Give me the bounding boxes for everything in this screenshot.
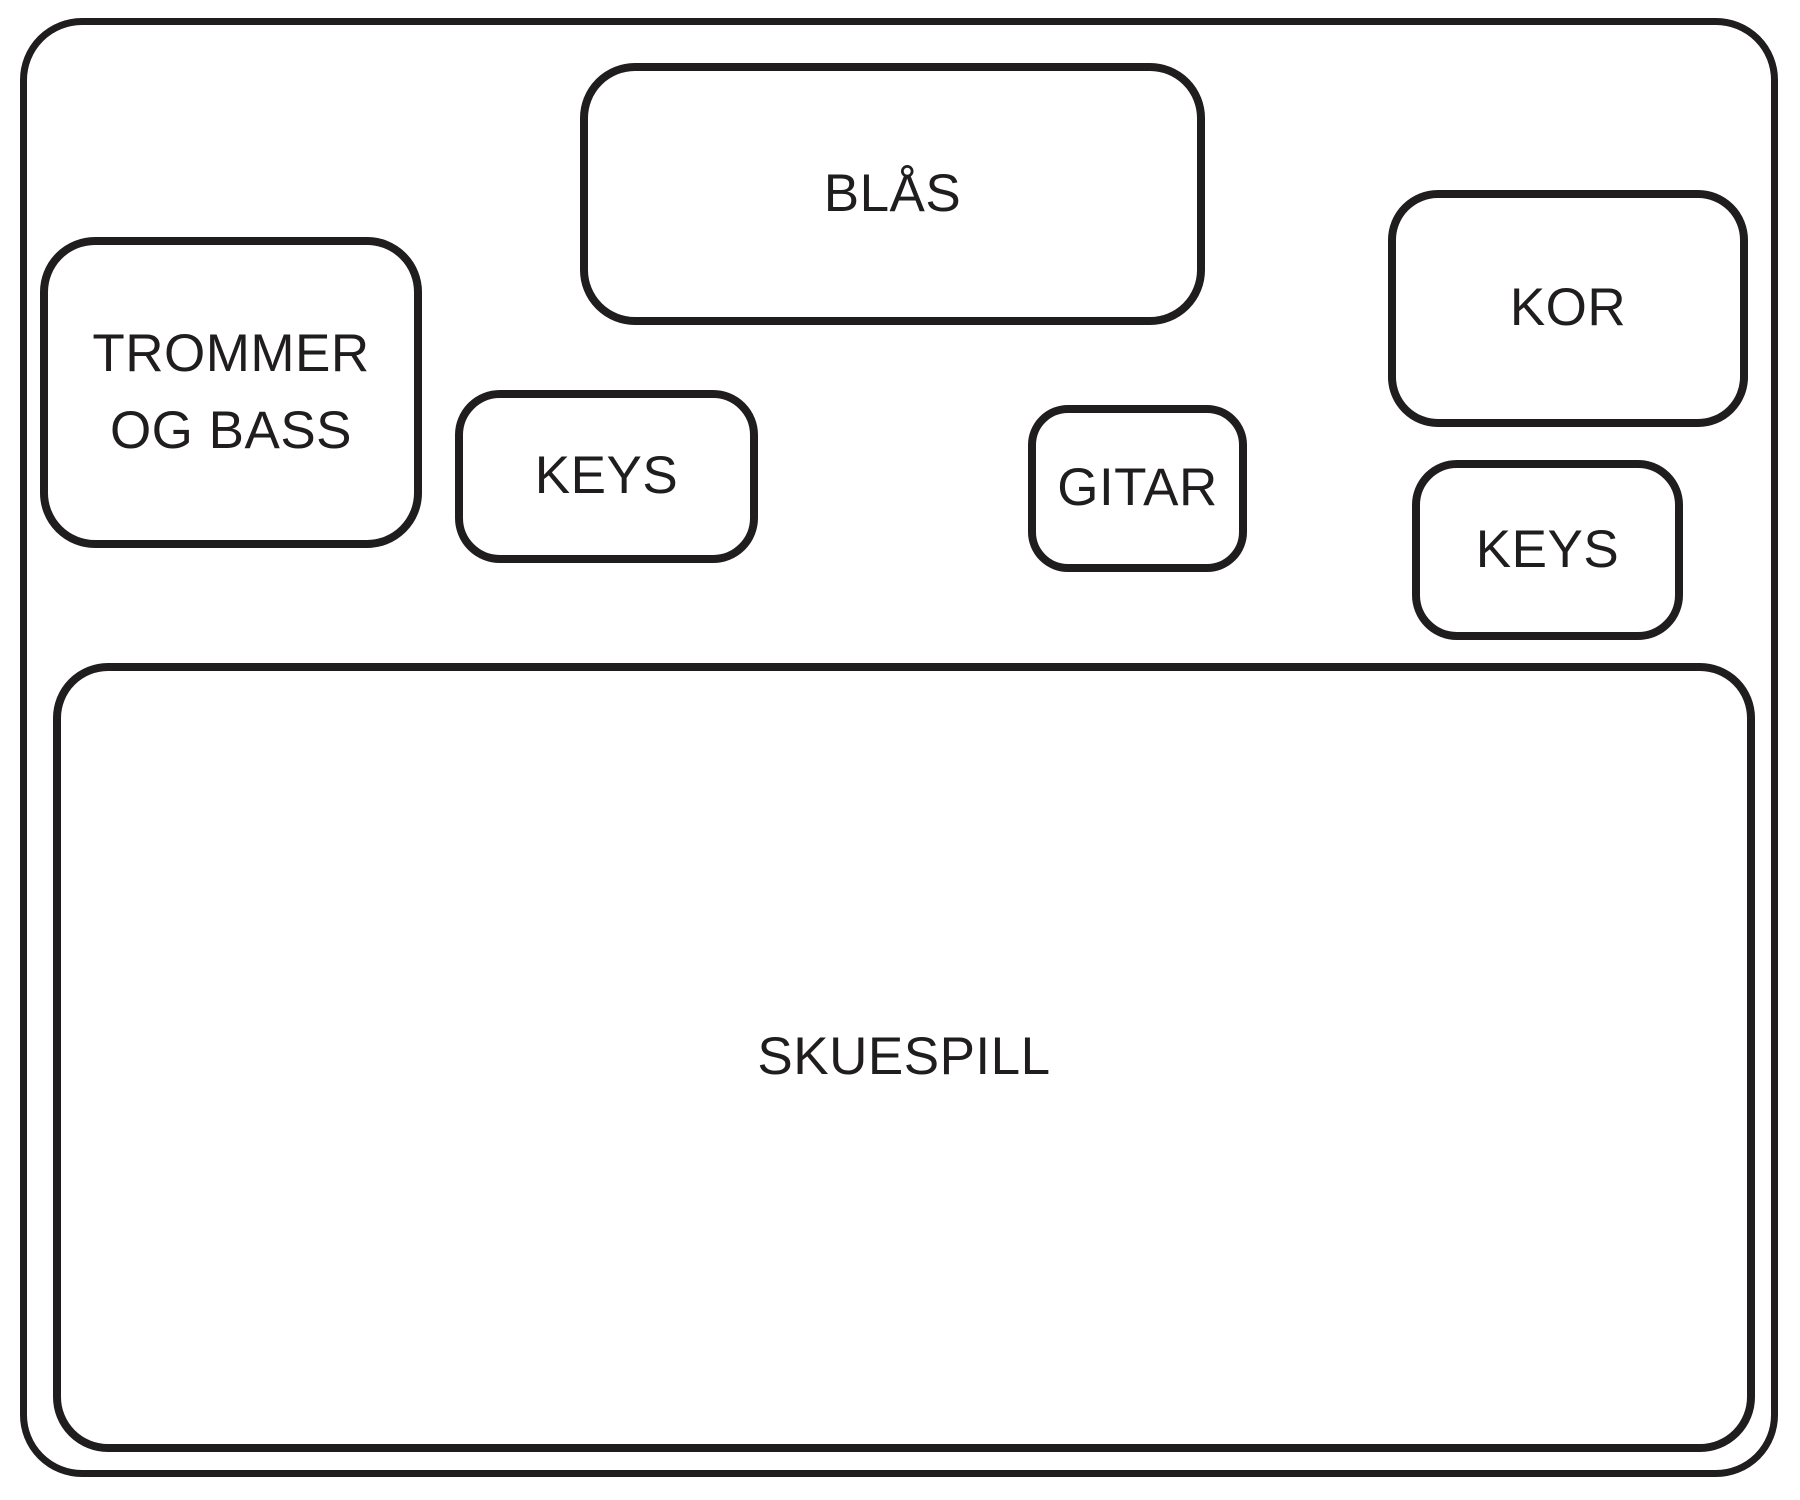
- area-trommer-og-bass: TROMMER OG BASS: [40, 237, 422, 548]
- stage-outline: [20, 18, 1778, 1477]
- area-trommer-og-bass-label: TROMMER OG BASS: [92, 323, 370, 460]
- area-keys-right: KEYS: [1412, 460, 1683, 640]
- area-gitar: GITAR: [1028, 405, 1247, 572]
- area-keys-left-label: KEYS: [534, 446, 679, 506]
- area-skuespill: SKUESPILL: [53, 663, 1755, 1452]
- area-kor: KOR: [1388, 190, 1748, 427]
- area-gitar-label: GITAR: [1057, 458, 1218, 518]
- area-keys-right-label: KEYS: [1475, 519, 1620, 579]
- area-blas-label: BLÅS: [823, 163, 962, 223]
- area-keys-left: KEYS: [455, 390, 758, 563]
- area-skuespill-label: SKUESPILL: [757, 1027, 1051, 1087]
- area-blas: BLÅS: [580, 63, 1205, 325]
- area-kor-label: KOR: [1509, 278, 1627, 338]
